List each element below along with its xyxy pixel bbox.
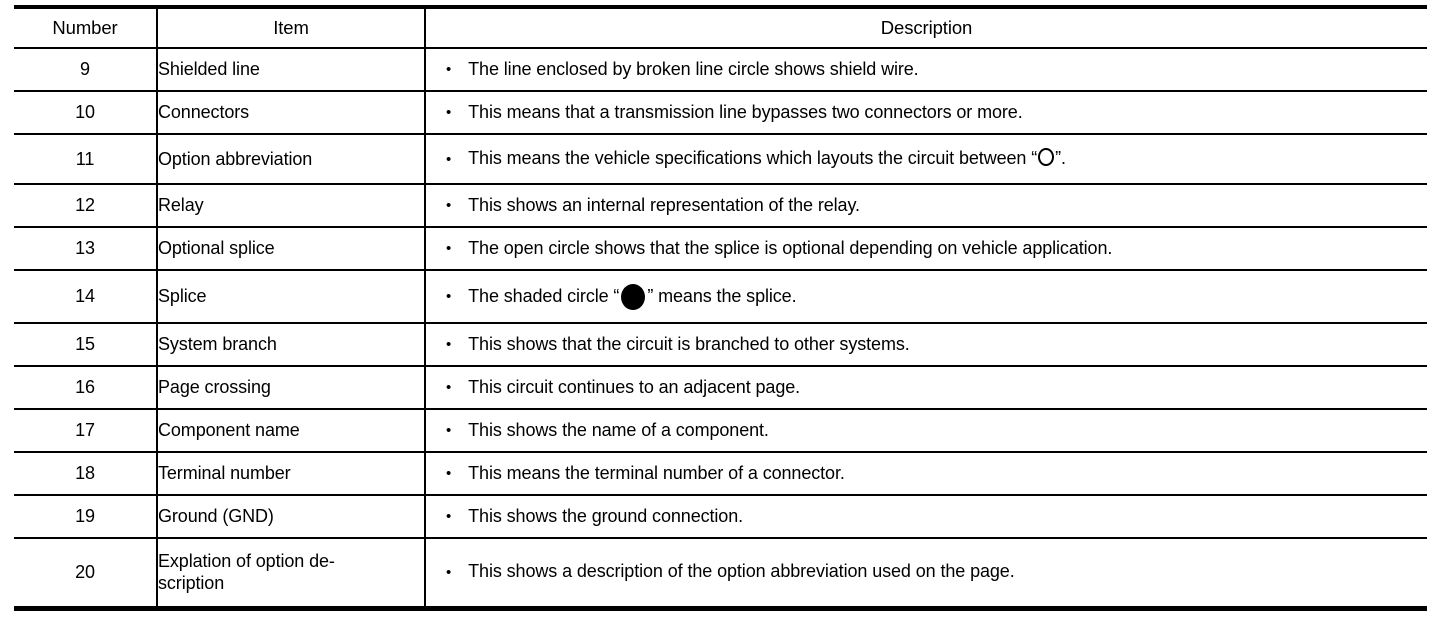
bullet-icon: • (446, 240, 452, 257)
description-text: This shows the ground connection. (468, 505, 744, 526)
bullet-icon: • (446, 104, 452, 121)
bullet-icon: • (446, 336, 452, 353)
row-number-cell: 10 (14, 90, 158, 135)
description-text: This shows an internal representation of… (468, 194, 860, 215)
bullet-icon: • (446, 379, 452, 396)
splice-circle-icon (621, 283, 646, 310)
column-header-number: Number (14, 6, 158, 49)
description-text: This shows a description of the option a… (468, 561, 1015, 582)
row-number-cell: 20 (14, 537, 158, 609)
bullet-icon: • (446, 422, 452, 439)
row-number-cell: 17 (14, 408, 158, 453)
description-text: The open circle shows that the splice is… (468, 237, 1113, 258)
open-circle-icon (1038, 148, 1055, 167)
row-description-cell: • This shows the ground connection. (424, 494, 1427, 539)
row-item-cell: Shielded line (156, 47, 426, 92)
table-header: Number Item Description (14, 6, 1427, 49)
description-text: This means the terminal number of a conn… (468, 462, 845, 483)
bullet-icon: • (446, 197, 452, 214)
row-description-cell: • This means the terminal number of a con… (424, 451, 1427, 496)
row-number-cell: 12 (14, 183, 158, 228)
row-item-cell: Component name (156, 408, 426, 453)
row-item-cell: Option abbreviation (156, 133, 426, 185)
row-description-cell: • This means that a transmission line byp… (424, 90, 1427, 135)
row-description-cell: • This shows a description of the option … (424, 537, 1427, 609)
description-text: This shows that the circuit is branched … (468, 333, 910, 354)
row-number-cell: 14 (14, 269, 158, 324)
row-number-cell: 11 (14, 133, 158, 185)
bullet-icon: • (446, 465, 452, 482)
row-description-cell: • This shows the name of a component. (424, 408, 1427, 453)
description-text: This shows the name of a component. (468, 419, 769, 440)
bullet-icon: • (446, 61, 452, 78)
description-text: This means the vehicle specifications wh… (468, 148, 1066, 169)
header-row: Number Item Description (14, 6, 1427, 49)
row-description-cell: • This shows that the circuit is branched… (424, 322, 1427, 367)
row-item-cell: Page crossing (156, 365, 426, 410)
row-description-cell: • This circuit continues to an adjacent p… (424, 365, 1427, 410)
row-number-cell: 19 (14, 494, 158, 539)
row-item-cell: Terminal number (156, 451, 426, 496)
row-number-cell: 9 (14, 47, 158, 92)
row-number-cell: 16 (14, 365, 158, 410)
bullet-icon: • (446, 563, 452, 581)
bullet-icon: • (446, 150, 452, 168)
row-description-cell: • The line enclosed by broken line circle… (424, 47, 1427, 92)
row-description-cell: • This means the vehicle specifications w… (424, 133, 1427, 185)
row-item-cell: Connectors (156, 90, 426, 135)
row-item-cell: System branch (156, 322, 426, 367)
row-description-cell: • The open circle shows that the splice i… (424, 226, 1427, 271)
bullet-icon: • (446, 508, 452, 525)
row-item-cell: Splice (156, 269, 426, 324)
description-text: The shaded circle “” means the splice. (468, 283, 797, 310)
description-text: This means that a transmission line bypa… (468, 101, 1023, 122)
row-number-cell: 15 (14, 322, 158, 367)
column-header-description: Description (424, 6, 1427, 49)
row-item-cell: Relay (156, 183, 426, 228)
row-number-cell: 13 (14, 226, 158, 271)
row-item-cell: Ground (GND) (156, 494, 426, 539)
row-description-cell: • The shaded circle “” means the splice. (424, 269, 1427, 324)
row-description-cell: • This shows an internal representation o… (424, 183, 1427, 228)
bullet-icon: • (446, 288, 452, 305)
description-text: The line enclosed by broken line circle … (468, 58, 919, 79)
row-number-cell: 18 (14, 451, 158, 496)
description-text: This circuit continues to an adjacent pa… (468, 376, 801, 397)
row-item-cell: Explation of option de-scription (156, 537, 426, 609)
column-header-item: Item (156, 6, 426, 49)
row-item-cell: Optional splice (156, 226, 426, 271)
